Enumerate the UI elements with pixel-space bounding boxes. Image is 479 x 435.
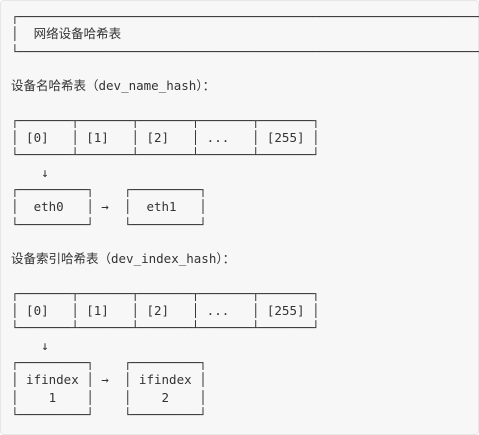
name-hash-nodes-top: ┌─────────┐ ┌─────────┐ <box>11 181 207 197</box>
name-hash-buckets-top: ┌───────┬───────┬───────┬───────┬───────… <box>11 112 320 128</box>
index-hash-heading: 设备索引哈希表（dev_index_hash）： <box>11 251 236 267</box>
index-hash-down-arrow: ↓ <box>11 337 49 353</box>
name-hash-nodes-row: │ eth0 │ → │ eth1 │ <box>11 199 207 215</box>
name-hash-nodes-bottom: └─────────┘ └─────────┘ <box>11 216 207 232</box>
title-box-right-border: │ <box>121 26 479 42</box>
ascii-diagram: ┌───────────────────────────────────────… <box>11 8 479 423</box>
index-hash-nodes-row-2: │ 1 │ │ 2 │ <box>11 389 207 405</box>
title-box-left-border: │ <box>11 26 34 42</box>
name-hash-down-arrow: ↓ <box>11 164 49 180</box>
index-hash-buckets-bottom: └───────┴───────┴───────┴───────┴───────… <box>11 320 320 336</box>
diagram-title: 网络设备哈希表 <box>33 26 122 42</box>
name-hash-heading: 设备名哈希表（dev_name_hash）： <box>11 78 216 94</box>
name-hash-buckets-bottom: └───────┴───────┴───────┴───────┴───────… <box>11 147 320 163</box>
index-hash-nodes-row-1: │ ifindex │ → │ ifindex │ <box>11 372 207 388</box>
index-hash-nodes-bottom: └─────────┘ └─────────┘ <box>11 406 207 422</box>
index-hash-buckets-top: ┌───────┬───────┬───────┬───────┬───────… <box>11 285 320 301</box>
index-hash-nodes-top: ┌─────────┐ ┌─────────┐ <box>11 354 207 370</box>
index-hash-buckets-row: │ [0] │ [1] │ [2] │ ... │ [255] │ <box>11 303 320 319</box>
title-box-top: ┌───────────────────────────────────────… <box>11 9 479 24</box>
name-hash-buckets-row: │ [0] │ [1] │ [2] │ ... │ [255] │ <box>11 130 320 146</box>
title-box-bottom: └───────────────────────────────────────… <box>11 43 479 59</box>
